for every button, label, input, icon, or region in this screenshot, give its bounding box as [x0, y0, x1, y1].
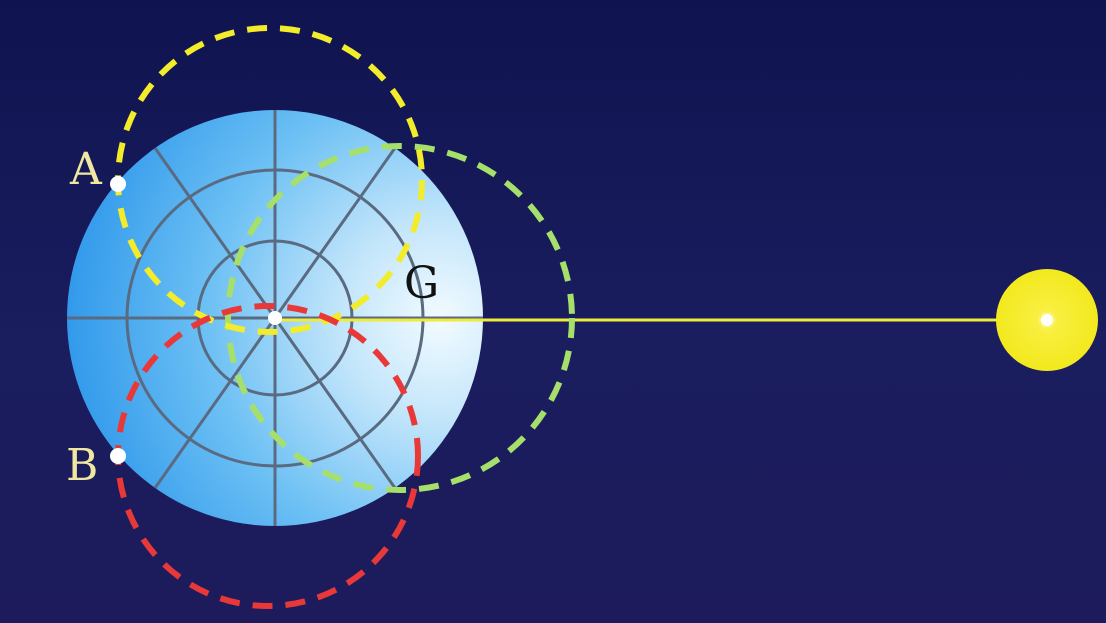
point-b — [110, 448, 126, 464]
point-a — [110, 176, 126, 192]
sun — [996, 269, 1098, 371]
label-g: G — [404, 258, 439, 309]
sun-center-point — [1041, 314, 1053, 326]
label-b: B — [66, 440, 98, 491]
label-a: A — [69, 144, 103, 195]
pole-point — [268, 311, 282, 325]
globe-grid — [67, 110, 483, 526]
green-dashed-circle — [225, 143, 575, 493]
